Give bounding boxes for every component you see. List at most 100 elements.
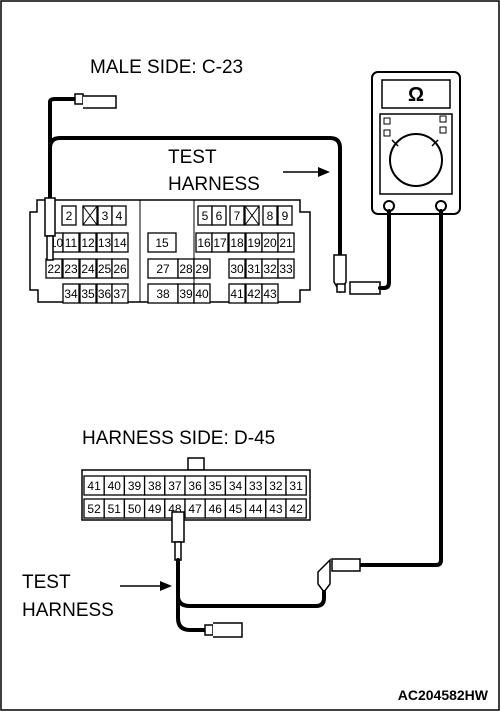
d45-pin-42: 42	[289, 502, 303, 516]
d45-latch	[187, 457, 205, 471]
c23-pin-36: 36	[98, 287, 112, 301]
test-harness-upper	[44, 93, 391, 295]
c23-pin-26-cavity	[111, 258, 129, 279]
c23-pin-3: 3	[102, 209, 109, 223]
c23-pin-19: 19	[247, 236, 261, 250]
d45-pin-33: 33	[249, 479, 263, 493]
c23-pin-37-cavity	[111, 283, 129, 304]
c23-pin-6-cavity	[211, 205, 227, 226]
c23-pin-43-cavity	[261, 283, 279, 304]
d45-pin-49: 49	[148, 502, 162, 516]
c23-pin-23-cavity	[62, 258, 80, 279]
c23-pin-43: 43	[263, 287, 277, 301]
c23-pin-41: 41	[230, 287, 244, 301]
d45-pin-34: 34	[229, 479, 243, 493]
c23-pin-24-cavity	[79, 258, 97, 279]
c23-pin-17-cavity	[211, 232, 229, 253]
c23-pin-30: 30	[230, 262, 244, 276]
c23-pin-7: 7	[234, 209, 241, 223]
c23-pin-5: 5	[202, 209, 209, 223]
test-label-lower: TEST	[22, 572, 71, 593]
c23-pin-15-cavity	[147, 232, 177, 253]
c23-pin-6: 6	[216, 209, 223, 223]
c23-pin-8: 8	[267, 209, 274, 223]
c23-pin-22-cavity	[45, 258, 63, 279]
d45-pin-47: 47	[188, 502, 202, 516]
c23-pin-18: 18	[230, 236, 244, 250]
c23-pin-34-cavity	[62, 283, 80, 304]
c23-pin-26: 26	[113, 262, 127, 276]
c23-pin-12: 12	[81, 236, 95, 250]
d45-pin-31-cavity	[285, 475, 307, 496]
d45-pin-50: 50	[128, 502, 142, 516]
c23-pin-33: 33	[279, 262, 293, 276]
c23-pin-4-cavity	[111, 205, 127, 226]
c23-pin-9-cavity	[277, 205, 293, 226]
ohm-symbol: Ω	[408, 84, 424, 106]
d45-pin-45: 45	[229, 502, 243, 516]
c23-pin-12-cavity	[79, 232, 97, 253]
d45-pin-40: 40	[108, 479, 122, 493]
c23-pin-29-cavity	[193, 258, 211, 279]
c23-pin-7-cavity	[229, 205, 245, 226]
d45-pin-38: 38	[148, 479, 162, 493]
test-harness-lower	[171, 209, 443, 638]
c23-pin-2-cavity	[61, 205, 77, 226]
c23-pin-4: 4	[116, 209, 123, 223]
test-label-upper: TEST	[168, 147, 217, 168]
d45-pin-51: 51	[108, 502, 122, 516]
c23-pin-18-cavity	[228, 232, 246, 253]
d45-pin-36: 36	[188, 479, 202, 493]
c23-pin-31: 31	[247, 262, 261, 276]
c23-pin-8-cavity	[262, 205, 278, 226]
c23-pin-30-cavity	[228, 258, 246, 279]
c23-pin-39: 39	[179, 287, 193, 301]
c23-pin-27: 27	[156, 262, 170, 276]
d45-pin-39: 39	[128, 479, 142, 493]
c23-pin-32: 32	[263, 262, 277, 276]
d45-pin-35: 35	[209, 479, 223, 493]
c23-pin-2: 2	[66, 209, 73, 223]
selector-dial	[389, 133, 443, 187]
meter-display	[381, 79, 451, 109]
d45-pin-41: 41	[87, 479, 101, 493]
d45-pin-42-cavity	[285, 498, 307, 519]
c23-pin-37: 37	[113, 287, 127, 301]
harness-label-lower: HARNESS	[22, 600, 114, 621]
c23-pin-21: 21	[279, 236, 293, 250]
c23-pin-40: 40	[195, 287, 209, 301]
c23-pin-14: 14	[113, 236, 127, 250]
c23-pin-16: 16	[197, 236, 211, 250]
c23-pin-42: 42	[247, 287, 261, 301]
c23-pin-25: 25	[98, 262, 112, 276]
c23-pin-41-cavity	[228, 283, 246, 304]
c23-pin-11-cavity	[62, 232, 80, 253]
arrow-test-harness-upper	[283, 167, 330, 177]
c23-pin-34: 34	[64, 287, 78, 301]
c23-pin-17: 17	[213, 236, 227, 250]
male-side-label: MALE SIDE: C-23	[90, 57, 243, 78]
c23-pin-28: 28	[179, 262, 193, 276]
harness-label-upper: HARNESS	[168, 174, 260, 195]
c23-pin-38: 38	[156, 287, 170, 301]
d45-pin-32: 32	[269, 479, 283, 493]
arrow-test-harness-lower	[120, 581, 172, 591]
c23-pin-35: 35	[81, 287, 95, 301]
d45-pin-37: 37	[168, 479, 182, 493]
d45-pin-52: 52	[87, 502, 101, 516]
multimeter: Ω	[371, 71, 461, 215]
c23-pin-40-cavity	[193, 283, 211, 304]
d45-pin-44: 44	[249, 502, 263, 516]
c23-pin-35-cavity	[79, 283, 97, 304]
c23-pin-9: 9	[282, 209, 289, 223]
harness-side-label: HARNESS SIDE: D-45	[82, 428, 275, 449]
c23-pin-15: 15	[155, 236, 169, 250]
c23-pin-13: 13	[98, 236, 112, 250]
c23-pin-33-cavity	[277, 258, 295, 279]
c23-pin-11: 11	[65, 236, 78, 250]
d45-pin-46: 46	[209, 502, 223, 516]
